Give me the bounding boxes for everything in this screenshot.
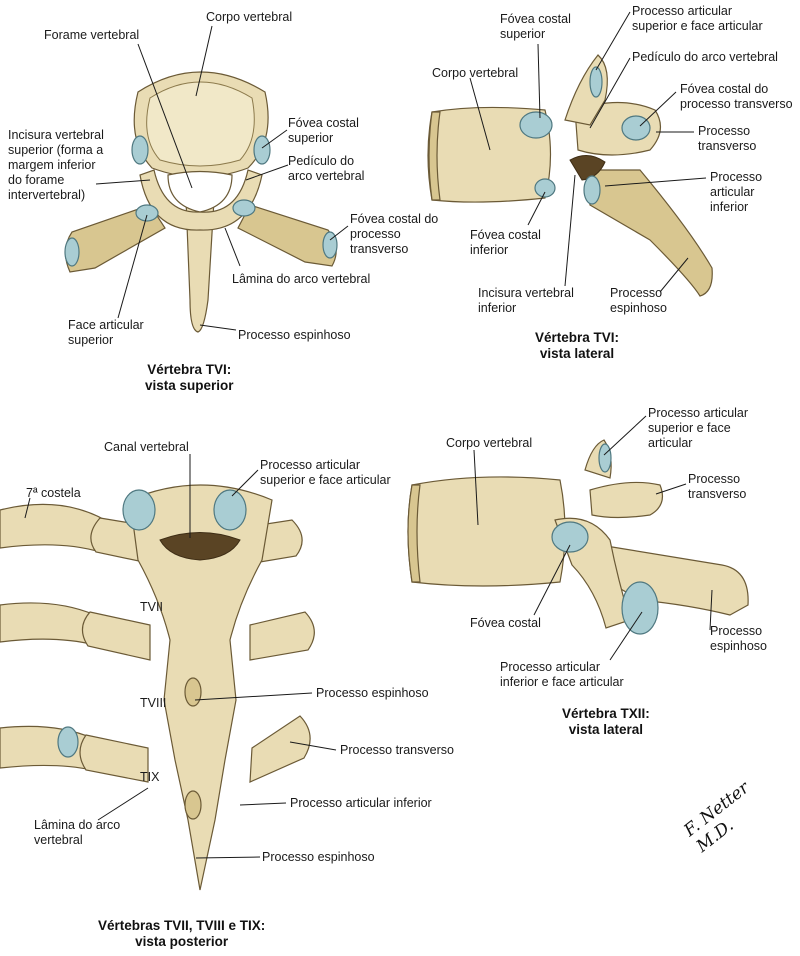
label-processo-articular-superior-t12: Processo articular superior e face artic… xyxy=(648,406,749,450)
label-processo-articular-inferior-t6l: Processo articular inferior xyxy=(710,170,763,214)
label-processo-transverso-t12: Processo transverso xyxy=(688,472,747,501)
label-processo-espinhoso-t12: Processo espinhoso xyxy=(710,624,767,653)
label-incisura-vertebral-superior: Incisura vertebral superior (forma a mar… xyxy=(8,128,104,202)
caption-t12-lateral: Vértebra TXII: vista lateral xyxy=(562,706,650,737)
label-pediculo-t6l: Pedículo do arco vertebral xyxy=(632,50,778,64)
label-corpo-vertebral-t6l: Corpo vertebral xyxy=(432,66,519,80)
label-setima-costela: 7ª costela xyxy=(26,486,81,500)
label-processo-espinhoso-post-1: Processo espinhoso xyxy=(316,686,429,700)
label-incisura-vertebral-inferior: Incisura vertebral inferior xyxy=(478,286,574,315)
label-processo-transverso-post: Processo transverso xyxy=(340,743,454,757)
label-processo-articular-inferior-t12: Processo articular inferior e face artic… xyxy=(500,660,624,689)
label-tix: TIX xyxy=(140,770,160,784)
t6-superior-drawing xyxy=(64,71,338,333)
label-face-articular-superior: Face articular superior xyxy=(68,318,144,347)
caption-t7-t9-posterior: Vértebras TVII, TVIII e TIX: vista poste… xyxy=(98,918,266,949)
label-corpo-vertebral-t12: Corpo vertebral xyxy=(446,436,533,450)
label-canal-vertebral: Canal vertebral xyxy=(104,440,189,454)
caption-t6-superior: Vértebra TVI: vista superior xyxy=(145,362,234,393)
label-tvii: TVII xyxy=(140,600,163,614)
label-lamina-t6s: Lâmina do arco vertebral xyxy=(232,272,371,286)
label-forame-vertebral: Forame vertebral xyxy=(44,28,140,42)
label-processo-articular-superior-post: Processo articular superior e face artic… xyxy=(260,458,391,487)
leader-lines xyxy=(24,11,713,859)
t6-lateral-drawing xyxy=(427,54,713,297)
caption-t6-lateral: Vértebra TVI: vista lateral xyxy=(535,330,620,361)
label-processo-espinhoso-t6s: Processo espinhoso xyxy=(238,328,351,342)
label-fovea-costal-superior-t6l: Fóvea costal superior xyxy=(500,12,571,41)
label-fovea-costal-superior-t6s: Fóvea costal superior xyxy=(288,116,359,145)
label-processo-transverso-t6l: Processo transverso xyxy=(698,124,757,153)
t7-t9-posterior-drawing xyxy=(0,484,315,891)
t12-lateral-drawing xyxy=(407,439,749,635)
label-corpo-vertebral-t6s: Corpo vertebral xyxy=(206,10,293,24)
label-tviii: TVIII xyxy=(140,696,167,710)
label-pediculo-t6s: Pedículo do arco vertebral xyxy=(288,154,365,183)
label-lamina-post: Lâmina do arco vertebral xyxy=(34,818,121,847)
label-processo-espinhoso-t6l: Processo espinhoso xyxy=(610,286,667,315)
label-fovea-costal-inferior: Fóvea costal inferior xyxy=(470,228,541,257)
label-processo-articular-inferior-post: Processo articular inferior xyxy=(290,796,432,810)
label-fovea-costal-t12: Fóvea costal xyxy=(470,616,541,630)
label-processo-articular-superior-t6l: Processo articular superior e face artic… xyxy=(632,4,763,33)
label-fovea-costal-transverso-t6s: Fóvea costal do processo transverso xyxy=(350,212,439,256)
label-fovea-costal-transverso-t6l: Fóvea costal do processo transverso xyxy=(680,82,793,111)
label-processo-espinhoso-post-2: Processo espinhoso xyxy=(262,850,375,864)
